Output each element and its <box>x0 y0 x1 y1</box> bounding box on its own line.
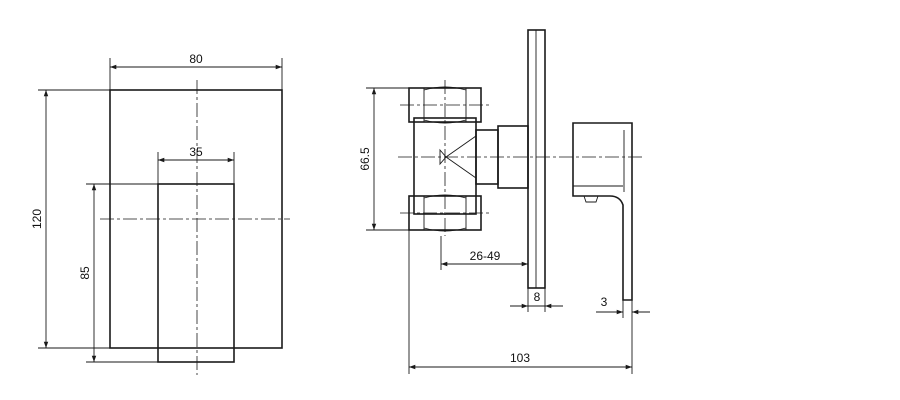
dim-lever-height-label: 85 <box>78 266 92 280</box>
side-view: 66.5 26-49 8 3 <box>358 29 650 374</box>
wall-plate-side <box>527 29 546 289</box>
lever-handle-side <box>572 122 633 301</box>
dim-plate-height: 120 <box>30 89 110 349</box>
dim-lever-height: 85 <box>78 183 158 363</box>
lever-handle-outline <box>157 183 235 363</box>
dim-inlet-height-label: 66.5 <box>358 147 372 171</box>
dim-plate-width: 80 <box>109 52 283 90</box>
dim-plate-thickness: 8 <box>510 288 563 312</box>
dim-overall-depth-label: 103 <box>510 351 530 365</box>
dim-overall-depth: 103 <box>408 230 633 374</box>
front-view: 80 35 120 85 <box>30 52 290 375</box>
dim-plate-height-label: 120 <box>30 209 44 229</box>
dim-lever-width-label: 35 <box>189 145 203 159</box>
dim-lever-width: 35 <box>157 145 235 184</box>
dim-lever-thickness-label: 3 <box>601 295 608 309</box>
dim-lever-thickness: 3 <box>596 295 650 318</box>
dim-adjust-range-label: 26-49 <box>470 249 501 263</box>
lever-set-screw <box>583 195 599 203</box>
dim-inlet-height: 66.5 <box>358 87 409 231</box>
dim-adjust-range: 26-49 <box>440 236 528 270</box>
dim-plate-width-label: 80 <box>189 52 203 66</box>
dim-plate-thickness-label: 8 <box>534 290 541 304</box>
